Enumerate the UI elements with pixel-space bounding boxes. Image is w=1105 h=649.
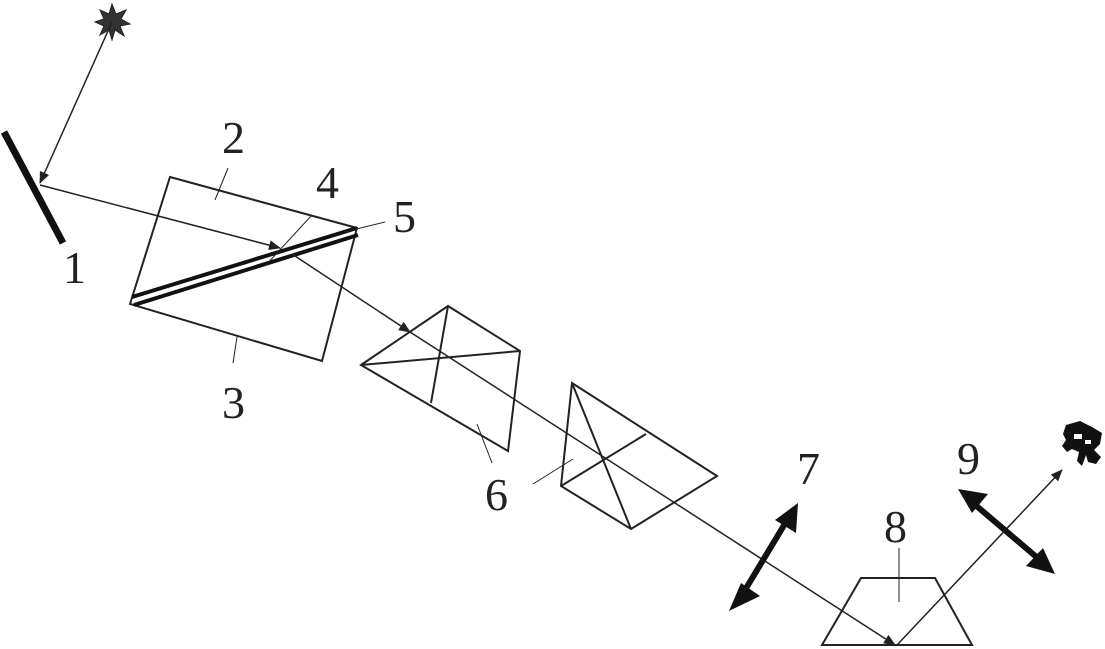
label-9: 9	[957, 433, 980, 484]
ray-mirror-to-cube	[39, 184, 281, 251]
polarization-arrow-9-head-down	[1026, 548, 1055, 574]
polarizing-beam-splitter-cube	[128, 175, 359, 363]
label-3: 3	[222, 377, 245, 428]
interface-layer-5	[133, 233, 359, 307]
prism-6-second	[559, 381, 719, 531]
prism-6-first	[359, 304, 522, 453]
label-1: 1	[63, 242, 86, 293]
label-6: 6	[485, 469, 508, 520]
polarization-arrow-9-head-up	[958, 489, 988, 513]
mirror-1	[0, 130, 67, 245]
eye-detector-icon	[1062, 421, 1102, 466]
polarization-arrow-7-head-down	[729, 583, 760, 611]
element-8-trapezoid	[820, 577, 974, 646]
label-8: 8	[884, 501, 907, 552]
label-5: 5	[393, 191, 416, 242]
incident-ray	[39, 21, 113, 184]
label-2: 2	[222, 112, 245, 163]
ray-cube-to-prism-6a	[291, 253, 411, 333]
label-4: 4	[316, 157, 339, 208]
light-source-starburst-icon	[93, 2, 132, 42]
label-7: 7	[797, 443, 820, 494]
polarization-arrow-9	[971, 500, 1042, 563]
interface-layer-4	[131, 226, 358, 299]
polarization-arrow-7-head-up	[775, 503, 798, 533]
ray-to-element-8	[409, 331, 896, 646]
leader-lines	[214, 167, 900, 602]
ray-to-detector	[896, 469, 1063, 646]
